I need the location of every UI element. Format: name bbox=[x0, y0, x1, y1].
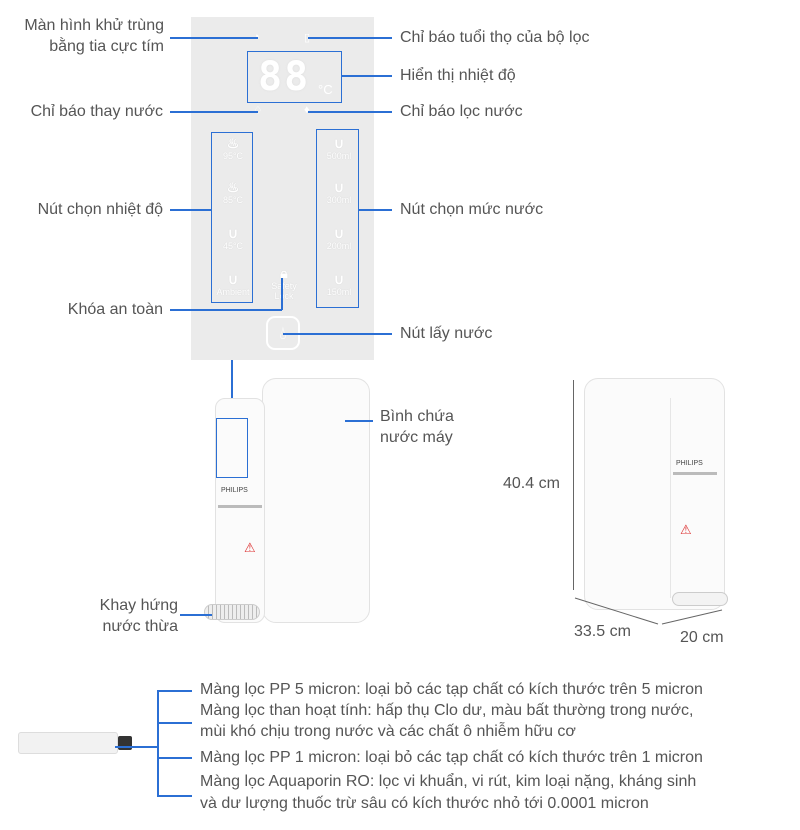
filter-cartridge bbox=[18, 732, 118, 754]
filter-layer-4: Màng lọc Aquaporin RO: lọc vi khuẩn, vi … bbox=[200, 773, 697, 812]
temp-button-95[interactable]: ♨95°C bbox=[222, 135, 244, 161]
drip-tray bbox=[204, 604, 260, 620]
filter-layer-1: Màng lọc PP 5 micron: loại bỏ các tạp ch… bbox=[200, 681, 703, 698]
label-volume-buttons: Nút chọn mức nước bbox=[400, 201, 544, 218]
product-dimension-view bbox=[584, 378, 725, 610]
celsius-unit: °C bbox=[318, 82, 333, 97]
warning-icon: ⚠︎ bbox=[244, 540, 256, 555]
panel-highlight bbox=[216, 418, 248, 478]
drip-tray-2 bbox=[672, 592, 728, 606]
dispenser-front bbox=[215, 398, 265, 623]
label-filter-life: Chỉ báo tuổi thọ của bộ lọc bbox=[400, 29, 590, 46]
temp-button-45[interactable]: ∪45°C bbox=[222, 225, 244, 251]
label-dispense: Nút lấy nước bbox=[400, 325, 493, 342]
warning-icon-2: ⚠︎ bbox=[680, 522, 692, 537]
display-highlight bbox=[247, 51, 342, 103]
water-filter-icon: ♦ bbox=[304, 104, 310, 116]
label-water-change: Chỉ báo thay nước bbox=[30, 103, 163, 120]
volume-button-500[interactable]: ∪500ml bbox=[326, 135, 352, 161]
temp-button-ambient[interactable]: ∪Ambient bbox=[216, 271, 250, 297]
dimension-height: 40.4 cm bbox=[503, 475, 560, 492]
label-temp-display: Hiển thị nhiệt độ bbox=[400, 67, 516, 84]
filter-life-icon: ▯ bbox=[304, 31, 310, 44]
volume-button-200[interactable]: ∪200ml bbox=[326, 225, 352, 251]
brand-logo: PHILIPS bbox=[221, 487, 248, 494]
temperature-display: 88 bbox=[258, 54, 311, 100]
label-temp-buttons: Nút chọn nhiệt độ bbox=[37, 201, 163, 218]
filter-layer-3: Màng lọc PP 1 micron: loại bỏ các tạp ch… bbox=[200, 749, 703, 766]
volume-button-150[interactable]: ∪150ml bbox=[326, 271, 352, 297]
label-safety-lock: Khóa an toàn bbox=[67, 301, 163, 318]
temp-button-85[interactable]: ♨85°C bbox=[222, 179, 244, 205]
dimension-width: 20 cm bbox=[680, 629, 724, 646]
brand-logo-2: PHILIPS bbox=[676, 460, 703, 467]
volume-buttons-highlight bbox=[316, 129, 359, 308]
dimension-depth: 33.5 cm bbox=[574, 623, 631, 640]
filter-layer-2: Màng lọc than hoạt tính: hấp thụ Clo dư,… bbox=[200, 702, 694, 740]
volume-button-300[interactable]: ∪300ml bbox=[326, 179, 352, 205]
temp-buttons-highlight bbox=[211, 132, 253, 303]
label-water-filter: Chỉ báo lọc nước bbox=[400, 103, 523, 120]
lock-icon: 🔒︎ bbox=[280, 265, 288, 281]
